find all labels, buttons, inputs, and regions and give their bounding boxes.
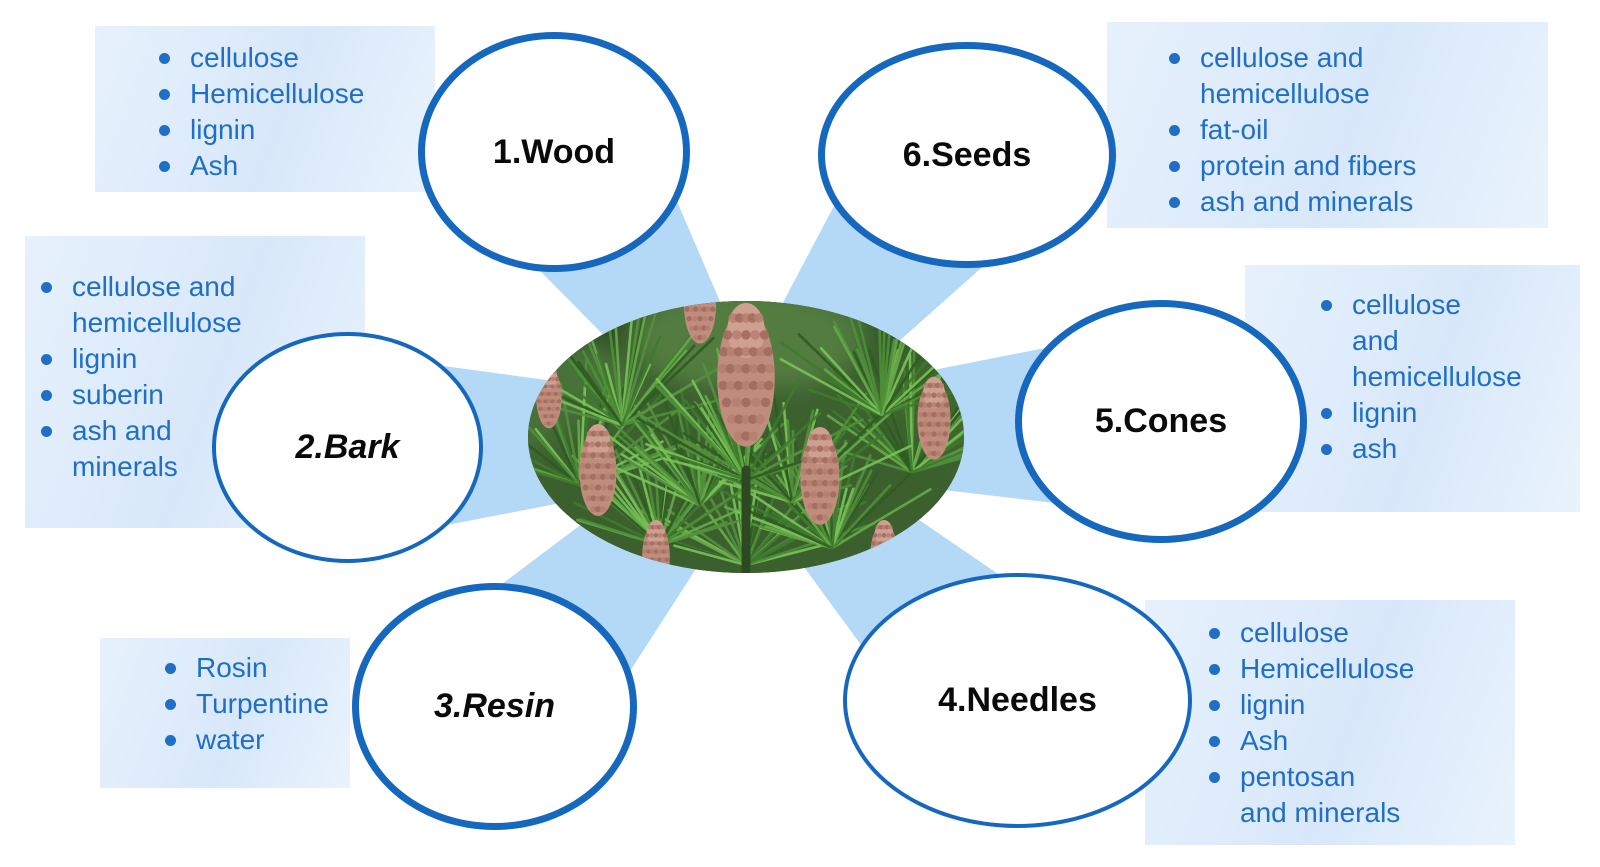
component-item: fat-oil — [1167, 112, 1450, 148]
component-item: Ash — [157, 148, 435, 184]
component-list: cellulose and hemicellulose lignin ash — [1319, 287, 1580, 467]
component-item: cellulose and hemicellulose — [39, 269, 252, 341]
component-item: Hemicellulose — [157, 76, 435, 112]
component-item: cellulose — [157, 40, 435, 76]
component-item: cellulose and hemicellulose — [1167, 40, 1450, 112]
component-list: cellulose Hemicellulose lignin Ash — [157, 40, 435, 184]
node-wood: 1.Wood — [418, 32, 690, 272]
needles-components-box: cellulose Hemicellulose lignin Ash pento… — [1145, 600, 1515, 845]
component-item: Ash — [1207, 723, 1405, 759]
component-item: cellulose — [1207, 615, 1405, 651]
resin-components-box: Rosin Turpentine water — [100, 638, 350, 788]
component-list: Rosin Turpentine water — [163, 650, 350, 758]
component-item: ash and minerals — [39, 413, 252, 485]
component-item: lignin — [39, 341, 252, 377]
component-item: suberin — [39, 377, 252, 413]
component-item: ash — [1319, 431, 1492, 467]
node-bark: 2.Bark — [212, 332, 483, 563]
node-label: 5.Cones — [1094, 402, 1228, 440]
node-label: 6.Seeds — [902, 135, 1032, 174]
component-list: cellulose and hemicellulose fat-oil prot… — [1167, 40, 1548, 220]
node-label: 3.Resin — [434, 687, 555, 725]
component-list: cellulose Hemicellulose lignin Ash pento… — [1207, 615, 1515, 831]
component-list: cellulose and hemicellulose lignin suber… — [39, 269, 365, 485]
node-needles: 4.Needles — [843, 573, 1192, 828]
node-resin: 3.Resin — [352, 583, 637, 830]
node-cones: 5.Cones — [1015, 300, 1307, 543]
component-item: Hemicellulose — [1207, 651, 1414, 687]
component-item: cellulose and hemicellulose — [1319, 287, 1522, 395]
node-label: 2.Bark — [295, 428, 400, 466]
node-label: 1.Wood — [492, 132, 616, 171]
component-item: pentosan and minerals — [1207, 759, 1405, 831]
component-item: Turpentine — [163, 686, 350, 722]
wood-components-box: cellulose Hemicellulose lignin Ash — [95, 26, 435, 192]
component-item: Rosin — [163, 650, 350, 686]
seeds-components-box: cellulose and hemicellulose fat-oil prot… — [1107, 22, 1548, 228]
component-item: water — [163, 722, 350, 758]
node-label: 4.Needles — [938, 681, 1097, 719]
component-item: lignin — [1207, 687, 1405, 723]
node-seeds: 6.Seeds — [818, 42, 1116, 268]
component-item: ash and minerals — [1167, 184, 1450, 220]
component-item: protein and fibers — [1167, 148, 1450, 184]
component-item: lignin — [157, 112, 435, 148]
component-item: lignin — [1319, 395, 1492, 431]
